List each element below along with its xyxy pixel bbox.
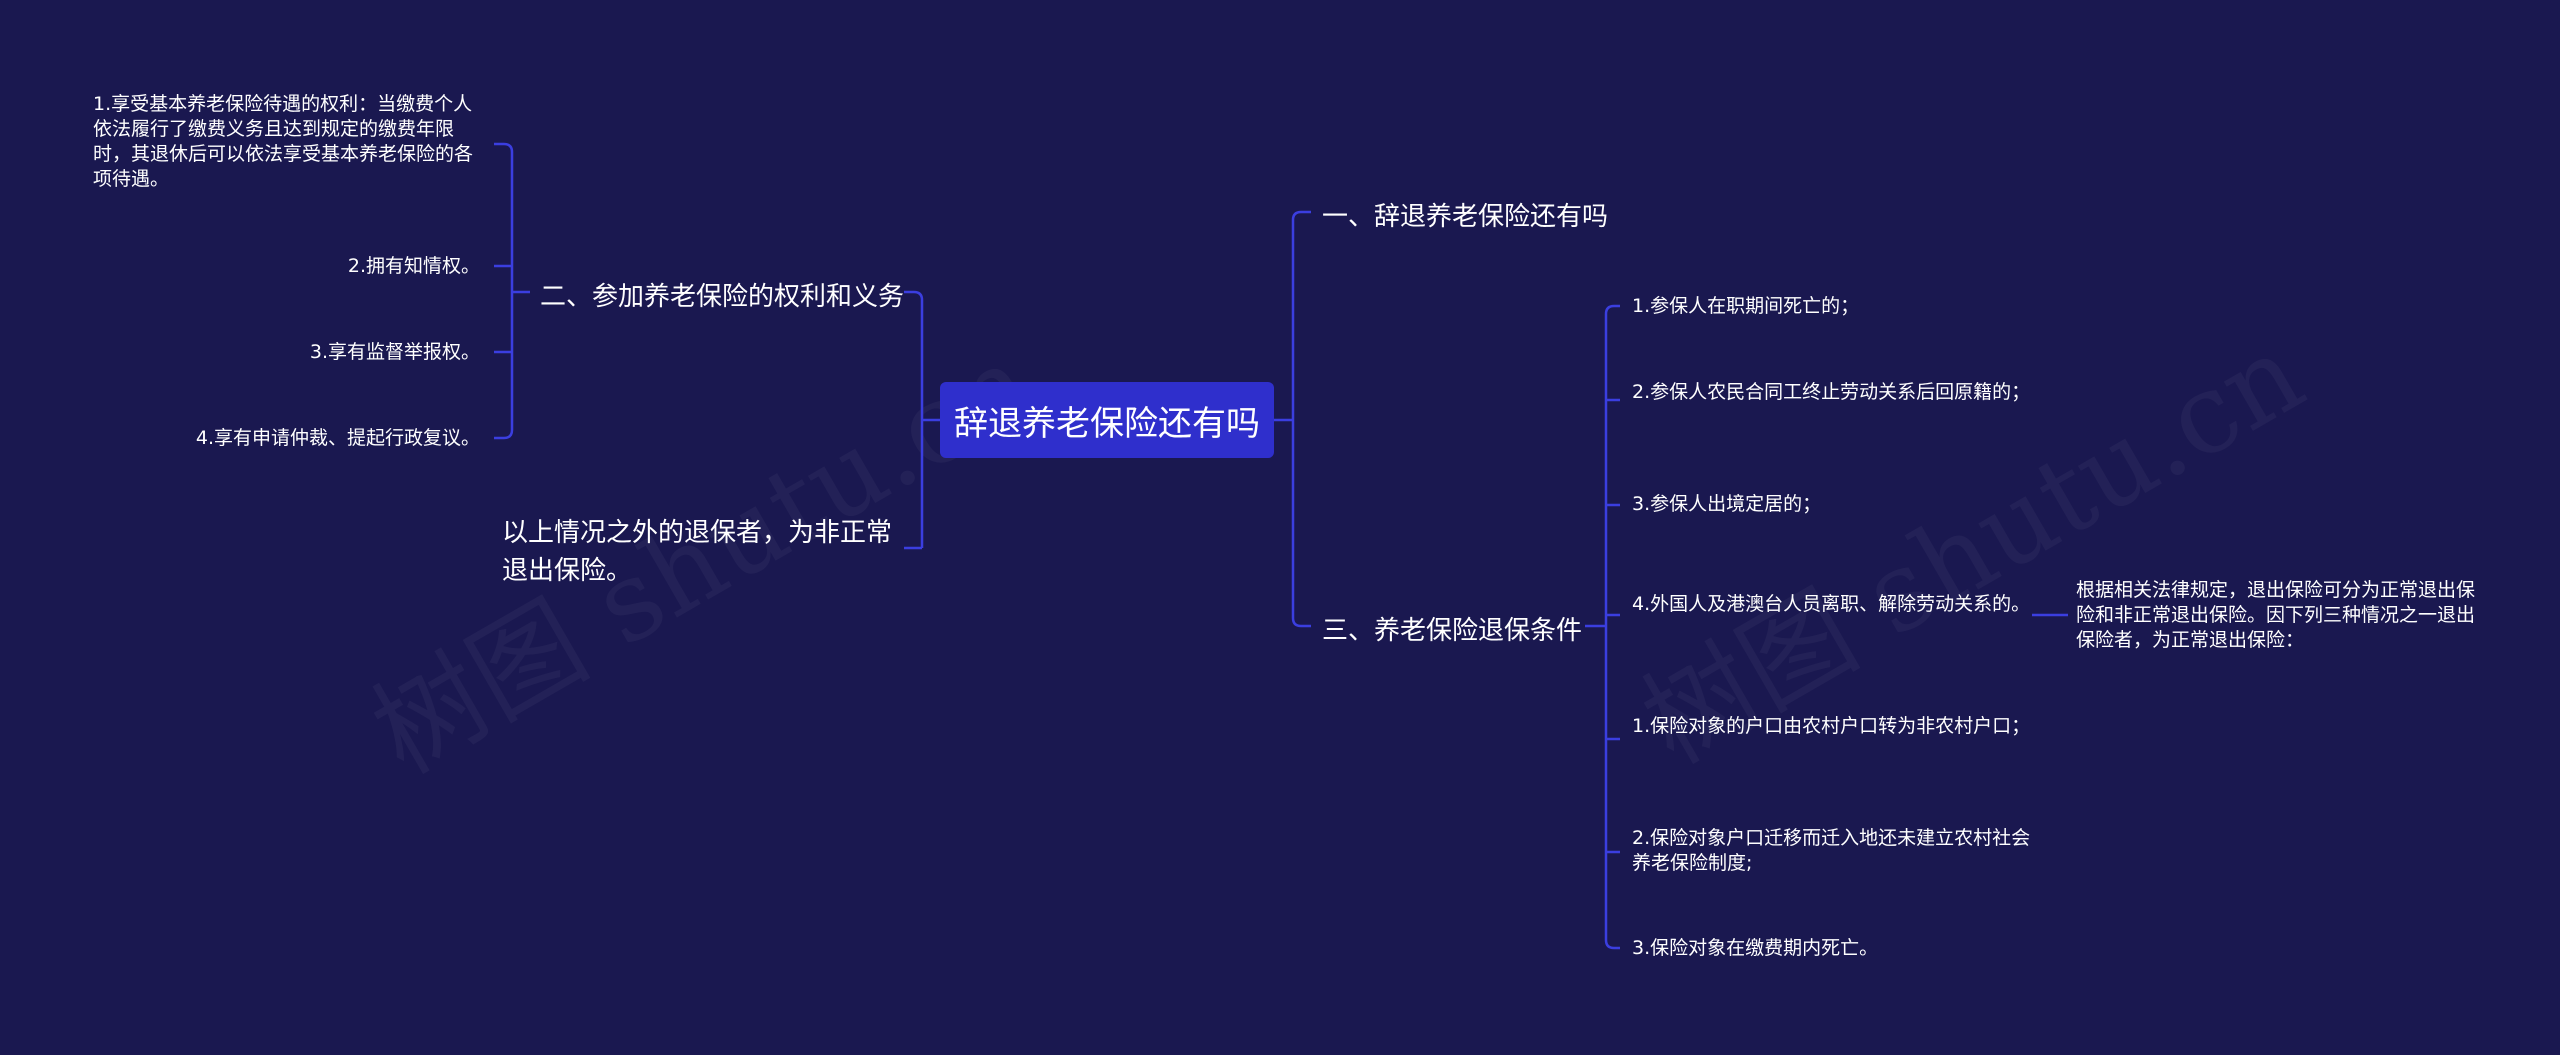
connector-right-top xyxy=(1291,210,1311,221)
rights-item-4[interactable]: 4.享有申请仲裁、提起行政复议。 xyxy=(195,427,480,449)
condition-item-4-detail[interactable]: 根据相关法律规定，退出保险可分为正常退出保险和非正常退出保险。因下列三种情况之一… xyxy=(2076,579,2476,651)
rights-item-1[interactable]: 1.享受基本养老保险待遇的权利：当缴费个人依法履行了缴费义务且达到规定的缴费年限… xyxy=(93,93,474,190)
condition-item-7[interactable]: 3.保险对象在缴费期内死亡。 xyxy=(1632,937,1879,959)
condition-item-6[interactable]: 2.保险对象户口迁移而迁入地还未建立农村社会养老保险制度; xyxy=(1632,827,2031,874)
condition-item-4[interactable]: 4.外国人及港澳台人员离职、解除劳动关系的。 xyxy=(1632,593,2031,615)
condition-item-1[interactable]: 1.参保人在职期间死亡的； xyxy=(1632,295,1860,317)
connector-left-top-curve xyxy=(904,290,924,301)
branch-dismissal-pension[interactable]: 一、辞退养老保险还有吗 xyxy=(1322,202,1609,232)
condition-item-3[interactable]: 3.参保人出境定居的； xyxy=(1632,493,1822,515)
rights-item-2[interactable]: 2.拥有知情权。 xyxy=(347,255,480,277)
connector-rights-item4 xyxy=(494,429,514,440)
connector-right-bottom xyxy=(1291,617,1311,628)
condition-item-2[interactable]: 2.参保人农民合同工终止劳动关系后回原籍的； xyxy=(1632,381,2031,403)
connector-three-item1 xyxy=(1604,304,1620,315)
rights-item-3[interactable]: 3.享有监督举报权。 xyxy=(309,341,480,363)
connector-three-item7 xyxy=(1604,939,1620,950)
branch-withdrawal-conditions[interactable]: 三、养老保险退保条件 xyxy=(1322,616,1583,646)
connector-rights-item1 xyxy=(494,142,514,153)
root-topic[interactable]: 辞退养老保险还有吗 xyxy=(940,382,1274,458)
condition-item-5[interactable]: 1.保险对象的户口由农村户口转为非农村户口； xyxy=(1632,715,2031,737)
branch-abnormal-withdrawal[interactable]: 以上情况之外的退保者，为非正常退出保险。 xyxy=(502,518,893,586)
branch-rights-and-duties[interactable]: 二、参加养老保险的权利和义务 xyxy=(540,282,905,312)
